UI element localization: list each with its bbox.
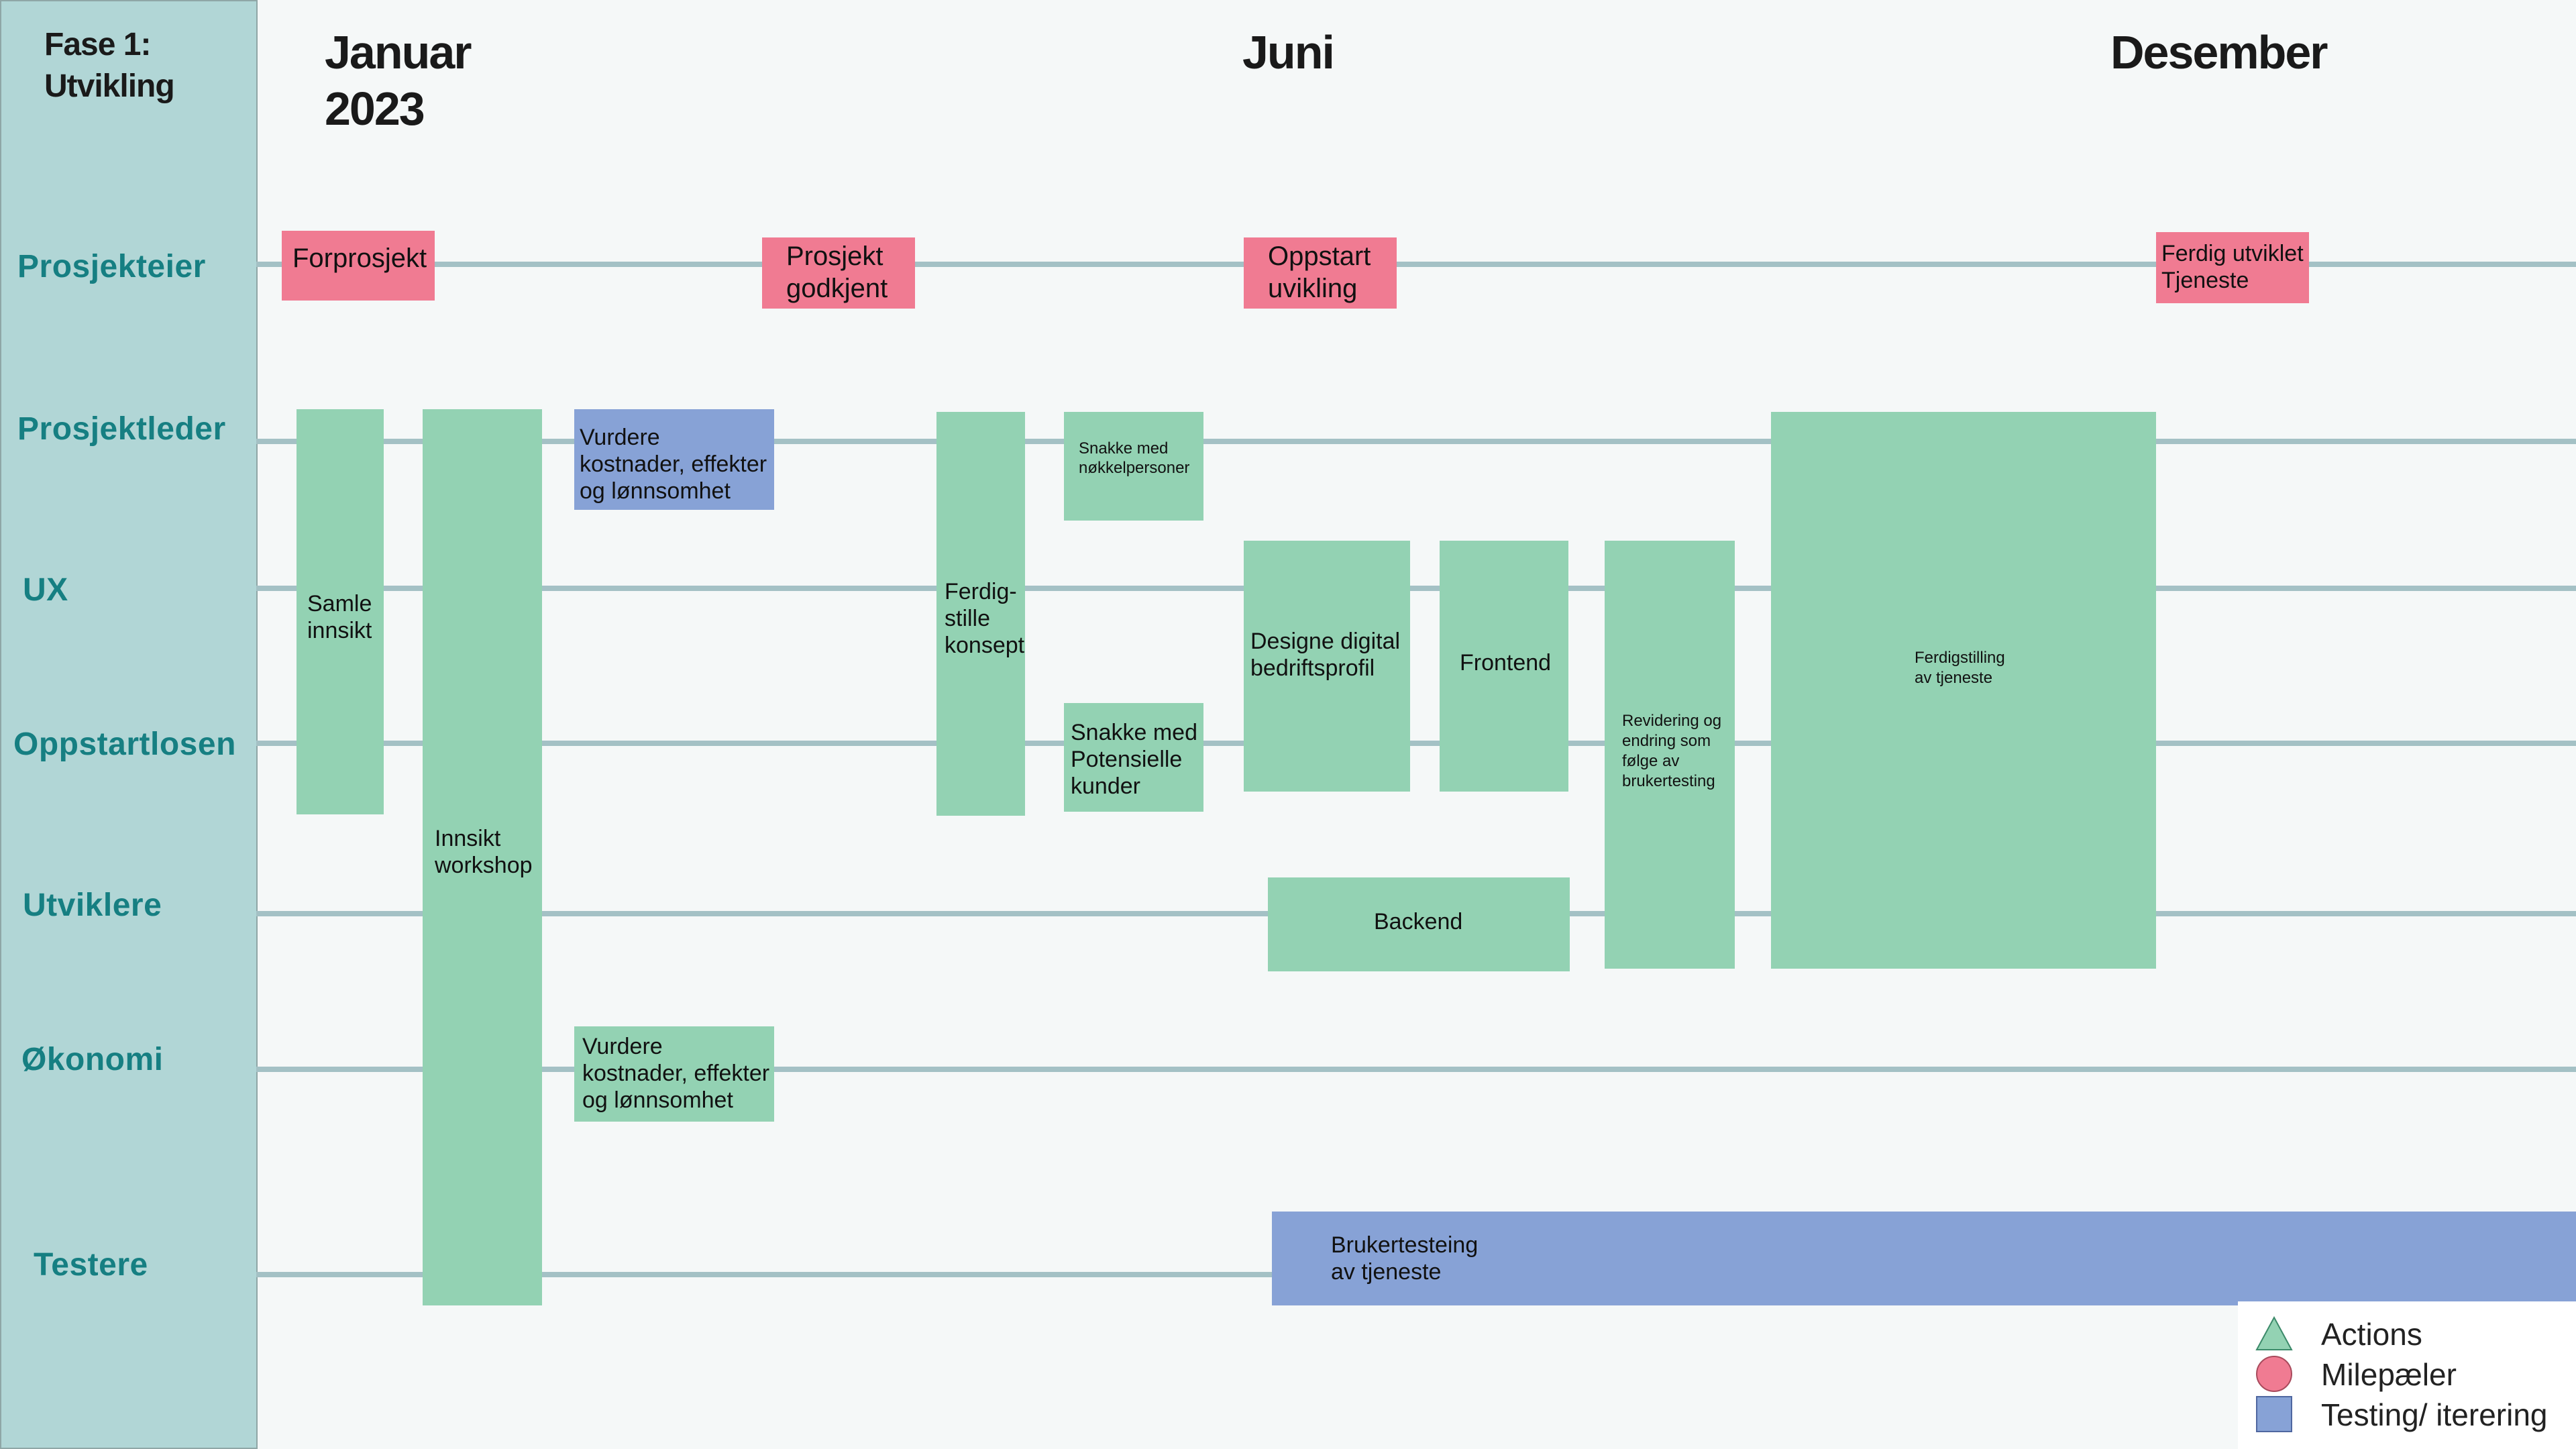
month-january: Januar 2023 bbox=[325, 26, 472, 135]
action-revidering: Revidering og endring som følge av bruke… bbox=[1605, 541, 1735, 969]
role-testere: Testere bbox=[34, 1247, 148, 1283]
legend: Actions Milepæler Testing/ iterering bbox=[2238, 1301, 2576, 1449]
action-snakke-nokkelpersoner: Snakke med nøkkelpersoner bbox=[1064, 412, 1203, 521]
action-frontend: Frontend bbox=[1440, 541, 1568, 792]
role-okonomi: Økonomi bbox=[21, 1042, 164, 1077]
action-vurdere-okonomi: Vurdere kostnader, effekter og lønnsomhe… bbox=[574, 1026, 774, 1122]
legend-label-milestones: Milepæler bbox=[2321, 1357, 2457, 1392]
legend-row-actions: Actions bbox=[2246, 1315, 2575, 1355]
action-innsikt-workshop: Innsikt workshop bbox=[423, 409, 542, 1305]
role-oppstartlosen: Oppstartlosen bbox=[13, 727, 236, 762]
role-sidebar bbox=[0, 0, 258, 1449]
month-december: Desember bbox=[2110, 26, 2328, 78]
lane-prosjektleder bbox=[256, 439, 2576, 444]
testing-vurdere-kostnader: Vurdere kostnader, effekter og lønnsomhe… bbox=[574, 409, 774, 510]
action-backend: Backend bbox=[1268, 877, 1570, 971]
testing-brukertesting: Brukertesteing av tjeneste bbox=[1272, 1212, 2576, 1305]
circle-icon bbox=[2256, 1356, 2292, 1392]
action-designe-profil: Designe digital bedriftsprofil bbox=[1244, 541, 1410, 792]
action-samle-innsikt: Samle innsikt bbox=[297, 409, 384, 814]
square-icon bbox=[2256, 1396, 2292, 1432]
lane-okonomi bbox=[256, 1067, 2576, 1072]
lane-ux bbox=[256, 586, 2576, 591]
role-prosjekteier: Prosjekteier bbox=[17, 249, 206, 284]
legend-row-testing: Testing/ iterering bbox=[2246, 1395, 2575, 1436]
phase-title: Fase 1: Utvikling bbox=[44, 27, 175, 104]
legend-label-actions: Actions bbox=[2321, 1317, 2422, 1352]
milestone-oppstart-utvikling: Oppstart uvikling bbox=[1244, 237, 1397, 309]
action-ferdigstille-konsept: Ferdig- stille konsept bbox=[936, 412, 1025, 816]
triangle-icon bbox=[2255, 1316, 2293, 1350]
milestone-prosjekt-godkjent: Prosjekt godkjent bbox=[762, 237, 915, 309]
action-ferdigstilling: Ferdigstilling av tjeneste bbox=[1771, 412, 2156, 969]
action-snakke-kunder: Snakke med Potensielle kunder bbox=[1064, 703, 1203, 812]
role-utviklere: Utviklere bbox=[23, 888, 162, 923]
role-prosjektleder: Prosjektleder bbox=[17, 411, 226, 447]
month-june: Juni bbox=[1242, 26, 1335, 78]
legend-row-milestones: Milepæler bbox=[2246, 1355, 2575, 1395]
legend-label-testing: Testing/ iterering bbox=[2321, 1397, 2548, 1432]
role-ux: UX bbox=[23, 572, 68, 608]
lane-prosjekteier bbox=[256, 262, 2576, 267]
milestone-forprosjekt: Forprosjekt bbox=[282, 231, 435, 301]
milestone-ferdig-utviklet: Ferdig utviklet Tjeneste bbox=[2156, 232, 2309, 303]
lane-oppstartlosen bbox=[256, 741, 2576, 746]
